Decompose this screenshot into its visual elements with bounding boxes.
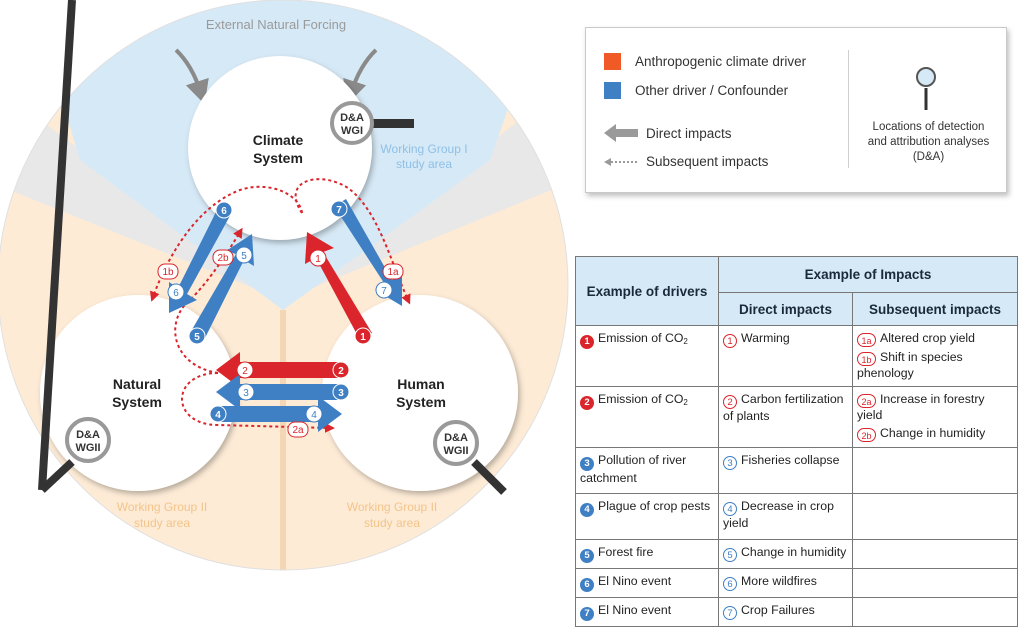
marker-5-outline: 5 (235, 246, 253, 264)
legend-divider (848, 50, 849, 168)
marker-3-left: 3 (237, 383, 255, 401)
legend-da-text: Locations of detection and attribution a… (867, 121, 990, 163)
examples-table: Example of drivers Example of Impacts Di… (575, 256, 1019, 627)
svg-text:5: 5 (194, 332, 200, 343)
svg-text:2: 2 (338, 366, 344, 377)
svg-text:4: 4 (311, 410, 317, 421)
marker-4-left: 4 (209, 405, 227, 423)
svg-text:2a: 2a (292, 425, 304, 436)
svg-text:4: 4 (215, 410, 221, 421)
marker-1a: 1a (382, 263, 404, 280)
legend-anthropogenic-label: Anthropogenic climate driver (635, 54, 807, 69)
wg2-left-label-1: Working Group II (117, 500, 207, 514)
header-drivers: Example of drivers (575, 256, 719, 326)
da-wgii-right-label-1: D&A (444, 432, 468, 444)
climate-system-label-1: Climate (253, 132, 304, 148)
marker-7-outline: 7 (375, 281, 393, 299)
header-impacts: Example of Impacts (717, 256, 1019, 293)
svg-text:2: 2 (242, 366, 248, 377)
magnifier-icon (916, 67, 936, 110)
legend-anthropogenic: Anthropogenic climate driver (604, 53, 806, 70)
da-wgii-right-label-2: WGII (443, 445, 468, 457)
svg-text:6: 6 (173, 288, 179, 299)
svg-text:7: 7 (381, 286, 387, 297)
arrow-3 (216, 374, 341, 410)
wg1-area-label-2: study area (396, 157, 452, 171)
forcing-arrow-right (343, 48, 378, 105)
wg2-right-label-2: study area (364, 516, 420, 530)
orange-swatch (604, 53, 621, 70)
grey-wedge-right (283, 120, 568, 300)
marker-2a: 2a (287, 421, 309, 438)
legend-direct: Direct impacts (604, 124, 732, 142)
svg-text:5: 5 (241, 251, 247, 262)
da-wgi-label-2: WGI (341, 125, 363, 137)
climate-system-label-2: System (253, 150, 303, 166)
attribution-diagram: External Natural Forcing Climate System … (0, 0, 569, 571)
wg2-right-label-1: Working Group II (347, 500, 437, 514)
marker-1b: 1b (157, 263, 179, 280)
legend: Anthropogenic climate driver Other drive… (585, 27, 1007, 193)
climate-system-circle (188, 56, 372, 240)
svg-text:3: 3 (338, 388, 344, 399)
svg-text:1: 1 (315, 254, 321, 265)
wg1-area-label-1: Working Group I (380, 142, 467, 156)
da-wgii-left-label-2: WGII (75, 442, 100, 454)
marker-3-right: 3 (332, 383, 350, 401)
arrow-2 (216, 352, 341, 388)
human-system-label-1: Human (397, 376, 444, 392)
svg-text:1a: 1a (387, 267, 399, 278)
legend-other: Other driver / Confounder (604, 82, 788, 99)
human-system-circle (322, 295, 518, 491)
forcing-arrow-left (174, 48, 209, 105)
natural-system-label-1: Natural (113, 376, 161, 392)
marker-7: 7 (330, 200, 348, 218)
da-wgi-magnifier-icon: D&A WGI (330, 101, 414, 145)
arrow-4 (216, 396, 342, 432)
blue-swatch (604, 82, 621, 99)
da-wgii-left-label-1: D&A (76, 429, 100, 441)
wg2-left-label-2: study area (134, 516, 190, 530)
human-system-label-2: System (396, 394, 446, 410)
marker-5: 5 (188, 327, 206, 345)
marker-2-left: 2 (236, 361, 254, 379)
arrow-6 (169, 206, 231, 313)
external-forcing-label: External Natural Forcing (206, 17, 346, 32)
marker-6: 6 (215, 201, 233, 219)
marker-4-right: 4 (305, 405, 323, 423)
svg-text:3: 3 (243, 388, 249, 399)
marker-2b: 2b (212, 249, 234, 266)
legend-direct-label: Direct impacts (646, 125, 732, 141)
marker-1-outline: 1 (309, 249, 327, 267)
legend-subsequent-label: Subsequent impacts (646, 154, 769, 169)
svg-text:1: 1 (360, 332, 366, 343)
dotted-arrow-icon (604, 157, 638, 166)
header-subsequent: Subsequent impacts (851, 292, 1019, 326)
svg-text:1b: 1b (162, 267, 174, 278)
da-wgii-left-magnifier-icon: D&A WGII (38, 0, 111, 493)
da-wgii-right-magnifier-icon: D&A WGII (433, 420, 507, 495)
svg-text:6: 6 (221, 206, 227, 217)
natural-system-label-2: System (112, 394, 162, 410)
header-direct: Direct impacts (718, 292, 853, 326)
svg-text:7: 7 (336, 205, 342, 216)
subsequent-path-1b (150, 185, 303, 302)
subsequent-path-1a (294, 178, 411, 305)
marker-6-outline: 6 (167, 283, 185, 301)
arrow-7 (334, 199, 402, 306)
marker-1: 1 (354, 327, 372, 345)
grey-arrow-icon (604, 124, 638, 142)
svg-text:2b: 2b (217, 253, 229, 264)
legend-other-label: Other driver / Confounder (635, 83, 789, 98)
subsequent-path-2a (181, 372, 335, 433)
da-wgi-label-1: D&A (340, 112, 364, 124)
marker-2-right: 2 (332, 361, 350, 379)
legend-subsequent: Subsequent impacts (604, 154, 768, 169)
